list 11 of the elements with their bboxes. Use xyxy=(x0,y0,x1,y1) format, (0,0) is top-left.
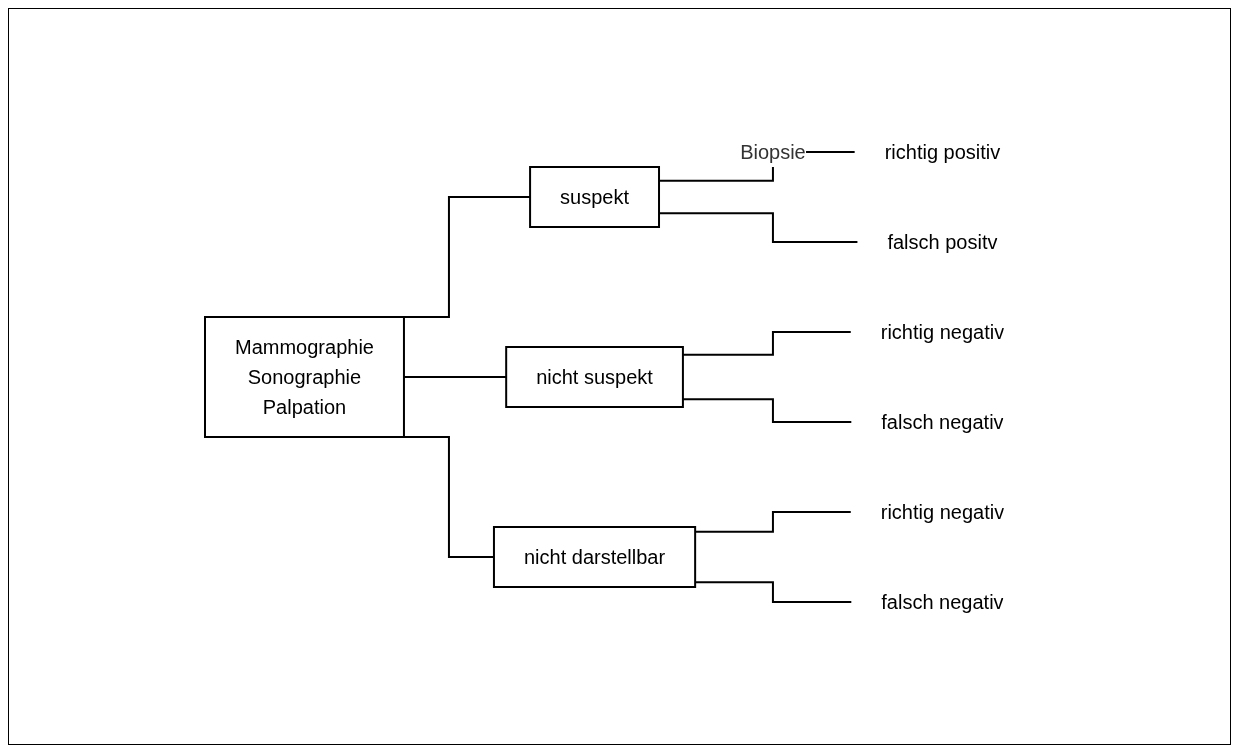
edge-label: Biopsie xyxy=(740,140,806,163)
node-text: falsch positv xyxy=(887,230,998,253)
node-box: nicht suspekt xyxy=(505,345,684,408)
node-box: Mammographie Sonographie Palpation xyxy=(203,315,405,438)
node-text: richtig negativ xyxy=(880,500,1005,523)
node-text: falsch negativ xyxy=(881,410,1004,433)
node-box: suspekt xyxy=(529,165,660,228)
node-box: nicht darstellbar xyxy=(492,525,697,588)
node-text: richtig negativ xyxy=(880,320,1005,343)
node-text: richtig positiv xyxy=(884,140,1001,163)
node-text: falsch negativ xyxy=(881,590,1004,613)
